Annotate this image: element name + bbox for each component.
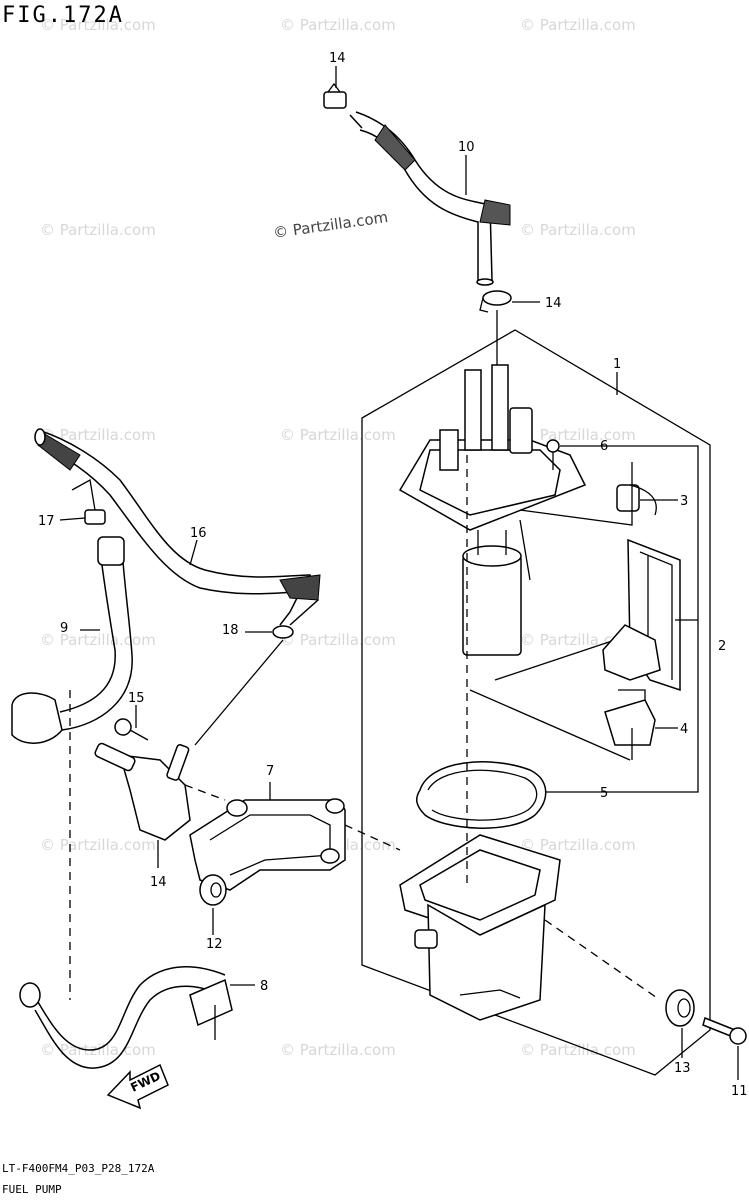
fuel-pump-housing[interactable]	[399, 834, 561, 1021]
callout-4: 4	[680, 722, 688, 737]
screw-16[interactable]	[114, 718, 149, 741]
watermark: © Partzilla.com	[520, 1041, 636, 1059]
watermark: © Partzilla.com	[280, 16, 396, 34]
callout-17: 16	[190, 526, 207, 541]
screw-6[interactable]	[546, 439, 560, 470]
callout-19: 18	[222, 623, 239, 638]
callout-14-top: 14	[329, 51, 346, 66]
bolt-11[interactable]	[702, 1016, 747, 1045]
callout-6: 6	[600, 439, 608, 454]
hose-clamp-14-top[interactable]	[323, 82, 347, 109]
watermark: © Partzilla.com	[520, 221, 636, 239]
callout-2: 2	[718, 639, 726, 654]
callout-numbers: 14 10 14 1 6 3 2 4 5 17 16 9 18 15 7 14 …	[38, 51, 748, 1099]
fuel-pump-motor[interactable]	[462, 519, 531, 656]
watermark: © Partzilla.com	[520, 836, 636, 854]
callout-16: 15	[128, 691, 145, 706]
filter-2[interactable]	[602, 538, 681, 692]
bracket-7[interactable]	[189, 798, 346, 891]
callout-10: 10	[458, 140, 475, 155]
holder-4[interactable]	[604, 689, 656, 746]
callout-12: 12	[206, 937, 223, 952]
callout-11: 11	[731, 1084, 748, 1099]
hose-clamp-14-bottom[interactable]	[479, 290, 512, 313]
cushion-13[interactable]	[665, 989, 695, 1027]
regulator-3[interactable]	[616, 484, 657, 516]
watermark: © Partzilla.com	[280, 631, 396, 649]
watermark: © Partzilla.com	[280, 426, 396, 444]
clip-19[interactable]	[272, 625, 294, 639]
watermark: © Partzilla.com	[40, 1041, 156, 1059]
figure-title: FIG.172A	[2, 3, 124, 28]
watermark: © Partzilla.com	[40, 426, 156, 444]
callout-5: 5	[600, 786, 608, 801]
callout-1: 1	[613, 357, 621, 372]
leader-lines	[59, 66, 739, 1080]
fuel-hose-9[interactable]	[11, 536, 133, 744]
gasket-5[interactable]	[415, 761, 547, 829]
valve-15[interactable]	[94, 742, 191, 841]
clamp-18[interactable]	[84, 509, 106, 525]
callout-9: 9	[60, 621, 68, 636]
watermark: © Partzilla.com	[40, 836, 156, 854]
fuel-hose-10[interactable]	[349, 111, 511, 286]
watermark: © Partzilla.com	[520, 631, 636, 649]
fuel-hose-17[interactable]	[34, 428, 321, 626]
callout-13: 13	[674, 1061, 691, 1076]
callout-14-bottom: 14	[545, 296, 562, 311]
callout-8: 8	[260, 979, 268, 994]
watermark: © Partzilla.com	[40, 221, 156, 239]
fuel-pump-assembly-outline	[361, 329, 711, 1076]
callout-3: 3	[680, 494, 688, 509]
cushion-12[interactable]	[199, 874, 227, 906]
watermark: © Partzilla.com	[520, 16, 636, 34]
figure-code: LT-F400FM4_P03_P28_172A	[2, 1162, 155, 1175]
watermark-layer: © Partzilla.com © Partzilla.com © Partzi…	[40, 16, 636, 1059]
callout-15: 14	[150, 875, 167, 890]
watermark: © Partzilla.com	[40, 631, 156, 649]
callout-7: 7	[266, 764, 274, 779]
watermark-main: © Partzilla.com	[272, 208, 389, 242]
fuel-hose-8[interactable]	[19, 966, 233, 1069]
watermark: © Partzilla.com	[280, 1041, 396, 1059]
fuel-pump-cap[interactable]	[398, 364, 587, 531]
watermark: © Partzilla.com	[40, 16, 156, 34]
figure-name: FUEL PUMP	[2, 1183, 62, 1196]
callout-18: 17	[38, 514, 55, 529]
fwd-direction-marker: FWD	[106, 1063, 169, 1110]
watermark: © Partzilla.com	[520, 426, 636, 444]
